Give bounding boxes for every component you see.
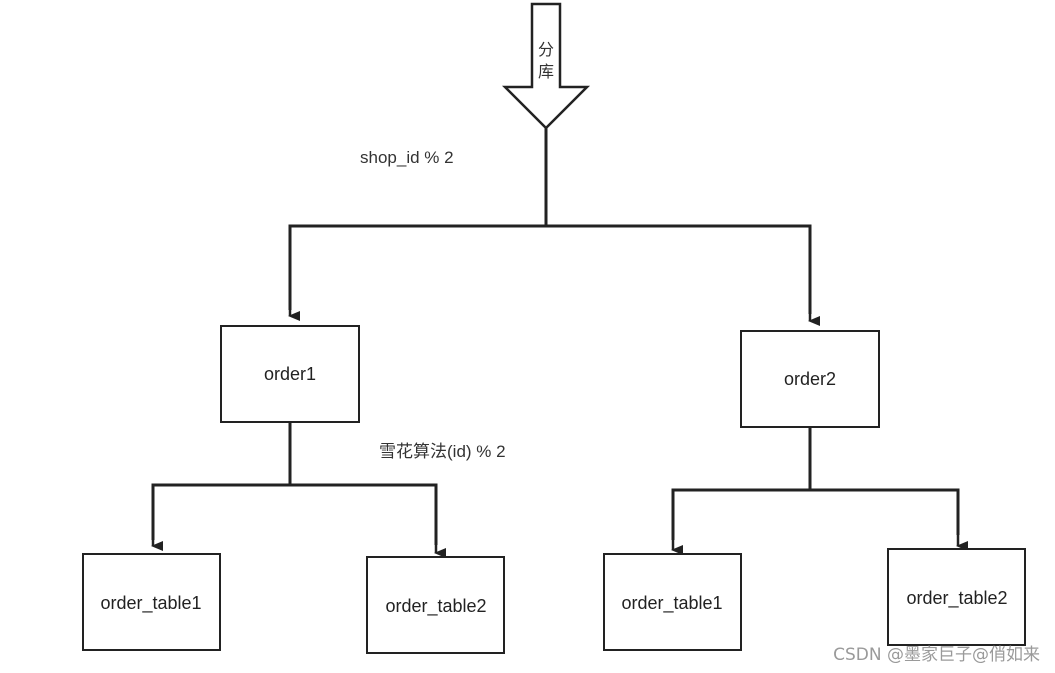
- node-order2-table1-label: order_table1: [621, 593, 722, 614]
- arrow-label-line1: 分: [538, 40, 554, 59]
- node-order2-table2: order_table2: [887, 548, 1026, 646]
- node-order1-table2: order_table2: [366, 556, 505, 654]
- arrow-label-line2: 库: [538, 62, 554, 81]
- node-order1: order1: [220, 325, 360, 423]
- order1-table-split-connector: [151, 422, 446, 558]
- node-order2-table2-label: order_table2: [906, 588, 1007, 609]
- node-order2: order2: [740, 330, 880, 428]
- node-order1-table1-label: order_table1: [100, 593, 201, 614]
- node-order1-table2-label: order_table2: [385, 596, 486, 617]
- node-order2-label: order2: [784, 369, 836, 389]
- db-split-label: shop_id % 2: [360, 148, 454, 167]
- database-split-connector: [288, 128, 820, 326]
- node-order2-table1: order_table1: [603, 553, 742, 651]
- node-order1-table1: order_table1: [82, 553, 221, 651]
- watermark: CSDN @墨家巨子@俏如来: [833, 645, 1040, 665]
- split-database-arrow: 分 库: [501, 2, 591, 130]
- table-split-label: 雪花算法(id) % 2: [379, 442, 506, 461]
- node-order1-label: order1: [264, 364, 316, 384]
- order2-table-split-connector: [671, 427, 968, 555]
